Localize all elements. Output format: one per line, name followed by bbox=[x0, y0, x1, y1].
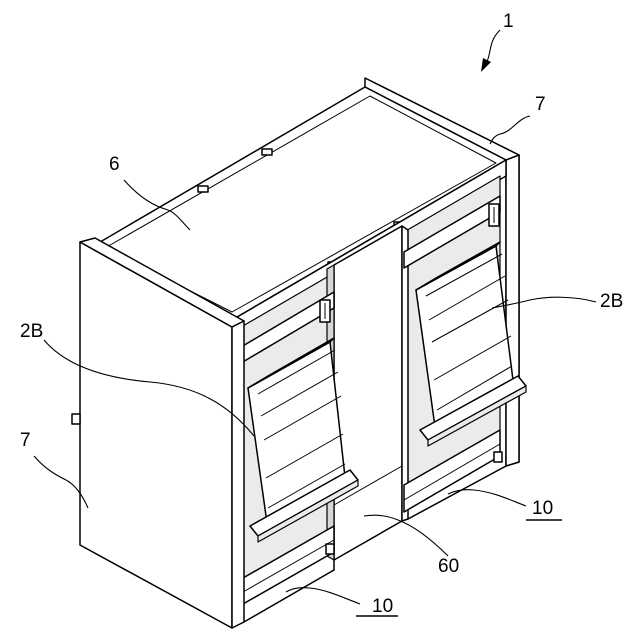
label-ref-1: 1 bbox=[503, 11, 514, 32]
label-ref-6: 6 bbox=[109, 154, 120, 175]
label-ref-7-left: 7 bbox=[20, 430, 31, 451]
label-ref-10-bottom: 10 bbox=[372, 596, 393, 617]
label-ref-2b-right: 2B bbox=[600, 291, 623, 312]
label-ref-60: 60 bbox=[438, 556, 459, 577]
center-column bbox=[327, 226, 408, 560]
label-ref-2b-left: 2B bbox=[20, 321, 43, 342]
label-ref-10-right: 10 bbox=[532, 498, 553, 519]
arrow-icon bbox=[481, 58, 491, 72]
label-ref-7-right: 7 bbox=[535, 94, 546, 115]
